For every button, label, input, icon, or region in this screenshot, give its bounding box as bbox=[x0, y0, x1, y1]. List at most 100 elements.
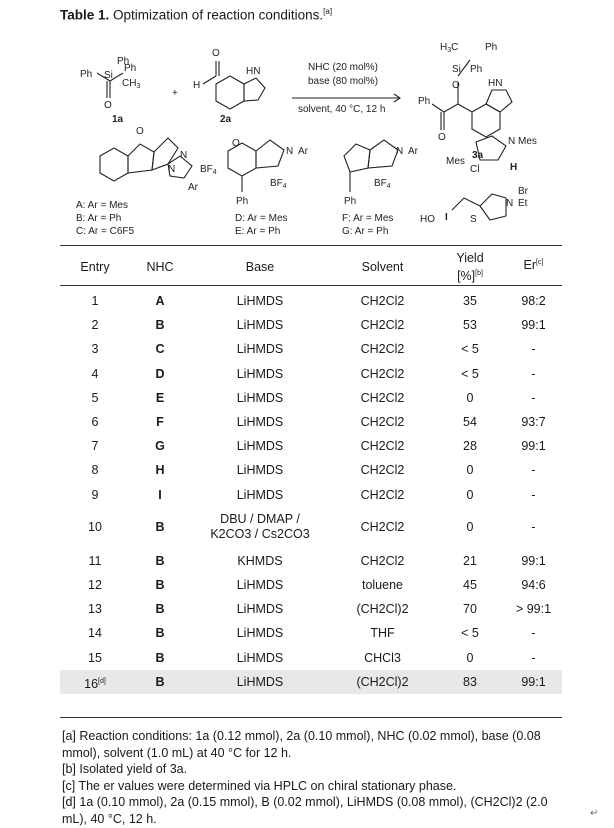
cell-entry: 12 bbox=[60, 573, 130, 597]
header-base: Base bbox=[245, 260, 275, 274]
cell-yield: 0 bbox=[466, 463, 474, 478]
svg-text:HN: HN bbox=[488, 78, 502, 89]
svg-text:Ar: Ar bbox=[298, 146, 309, 157]
cell-nhc: B bbox=[155, 650, 165, 665]
svg-text:O: O bbox=[104, 100, 112, 111]
reaction-scheme: Ph Si Ph Ph CH3 O O H HN H3C Ph Si Ph O … bbox=[76, 42, 537, 237]
cell-base: LiHMDS bbox=[236, 578, 284, 592]
cell-yield: 0 bbox=[466, 487, 474, 502]
cell-entry: 6 bbox=[60, 410, 130, 434]
svg-text:Si: Si bbox=[452, 64, 461, 75]
cell-er: 93:7 bbox=[521, 415, 546, 429]
cell-entry: 9 bbox=[60, 483, 130, 507]
svg-text:HN: HN bbox=[246, 66, 260, 77]
svg-text:Ph: Ph bbox=[344, 196, 356, 207]
cell-nhc: I bbox=[158, 487, 162, 502]
header-solvent: Solvent bbox=[361, 260, 404, 274]
plus-sign: + bbox=[172, 88, 178, 99]
svg-text:H: H bbox=[193, 80, 200, 91]
entry-number: 5 bbox=[91, 390, 99, 405]
label-1a: 1a bbox=[112, 114, 124, 125]
svg-text:Et: Et bbox=[518, 198, 528, 209]
svg-text:BF4: BF4 bbox=[374, 178, 391, 190]
entry-number: 1 bbox=[91, 294, 99, 308]
cell-solvent: CH2Cl2 bbox=[360, 342, 405, 357]
cell-nhc: B bbox=[155, 519, 165, 534]
arrow-cond-3: solvent, 40 °C, 12 h bbox=[298, 104, 385, 115]
cell-er: - bbox=[531, 390, 536, 405]
cell-solvent: CH2Cl2 bbox=[360, 390, 405, 405]
cell-base: KHMDS bbox=[237, 553, 283, 568]
svg-text:N: N bbox=[396, 146, 403, 157]
svg-text:Br: Br bbox=[518, 186, 529, 197]
label-cat-H: H bbox=[510, 162, 517, 173]
cell-entry: 15 bbox=[60, 646, 130, 670]
cell-nhc: B bbox=[155, 553, 165, 568]
cell-entry: 8 bbox=[60, 458, 130, 482]
cell-entry: 5 bbox=[60, 386, 130, 410]
svg-text:N: N bbox=[168, 164, 175, 175]
cell-solvent: CH2Cl2 bbox=[360, 318, 405, 333]
cell-er: 99:1 bbox=[521, 439, 546, 454]
svg-text:BF4: BF4 bbox=[270, 178, 287, 190]
entry-number: 7 bbox=[91, 439, 99, 454]
entry-number: 6 bbox=[91, 415, 99, 429]
svg-text:N: N bbox=[508, 136, 515, 147]
table-caption: Table 1. Optimization of reaction condit… bbox=[60, 7, 332, 23]
cell-yield: 0 bbox=[466, 650, 474, 665]
footnotes: [a] Reaction conditions: 1a (0.12 mmol),… bbox=[62, 728, 562, 827]
label-2a: 2a bbox=[220, 114, 232, 125]
svg-text:N: N bbox=[180, 150, 187, 161]
cell-nhc: B bbox=[155, 578, 165, 592]
svg-text:S: S bbox=[470, 214, 477, 225]
cell-entry: 1 bbox=[60, 289, 130, 313]
cell-entry: 7 bbox=[60, 434, 130, 458]
cell-er: - bbox=[531, 366, 536, 381]
header-er: Er[c] bbox=[523, 258, 544, 272]
svg-text:O: O bbox=[136, 126, 144, 137]
svg-text:O: O bbox=[232, 138, 240, 149]
cell-nhc: B bbox=[155, 318, 165, 333]
footnote-c: [c] The er values were determined via HP… bbox=[62, 778, 457, 793]
cell-yield: 54 bbox=[463, 415, 477, 429]
entry-number: 10 bbox=[88, 519, 102, 534]
cell-base: LiHMDS bbox=[236, 439, 284, 454]
svg-text:O: O bbox=[438, 132, 446, 143]
base-line: K2CO3 / Cs2CO3 bbox=[210, 526, 310, 541]
table-bottom-rule bbox=[60, 717, 562, 718]
cell-base: LiHMDS bbox=[236, 294, 284, 308]
cell-yield: 83 bbox=[463, 674, 477, 689]
cat-E: E: Ar = Ph bbox=[235, 226, 280, 237]
entry-number: 15 bbox=[88, 650, 102, 665]
svg-text:Ph: Ph bbox=[236, 196, 248, 207]
cell-base: LiHMDS bbox=[236, 415, 284, 429]
cell-solvent: CH2Cl2 bbox=[360, 553, 405, 568]
header-yield-l1: Yield bbox=[456, 251, 484, 265]
cell-yield: 0 bbox=[466, 519, 474, 534]
cell-nhc: B bbox=[155, 602, 165, 617]
svg-text:N: N bbox=[506, 198, 513, 209]
svg-text:H3C: H3C bbox=[440, 42, 458, 54]
svg-text:Ph: Ph bbox=[117, 56, 129, 67]
cell-solvent: CH2Cl2 bbox=[360, 366, 405, 381]
entry-number: 14 bbox=[88, 626, 102, 641]
header-yield: Yield [%][b] bbox=[435, 251, 505, 284]
cell-er: - bbox=[531, 650, 536, 665]
cell-entry: 13 bbox=[60, 597, 130, 621]
table-top-rule bbox=[60, 245, 562, 246]
entry-number: 2 bbox=[91, 318, 99, 333]
cell-er: > 99:1 bbox=[515, 602, 552, 617]
cell-er: 99:1 bbox=[521, 553, 546, 568]
table-header-rule bbox=[60, 285, 562, 286]
entry-number: 16 bbox=[84, 676, 99, 691]
cell-base: LiHMDS bbox=[236, 602, 284, 617]
svg-text:Si: Si bbox=[104, 70, 113, 81]
svg-text:Mes: Mes bbox=[446, 156, 465, 167]
cell-base: LiHMDS bbox=[236, 674, 284, 689]
